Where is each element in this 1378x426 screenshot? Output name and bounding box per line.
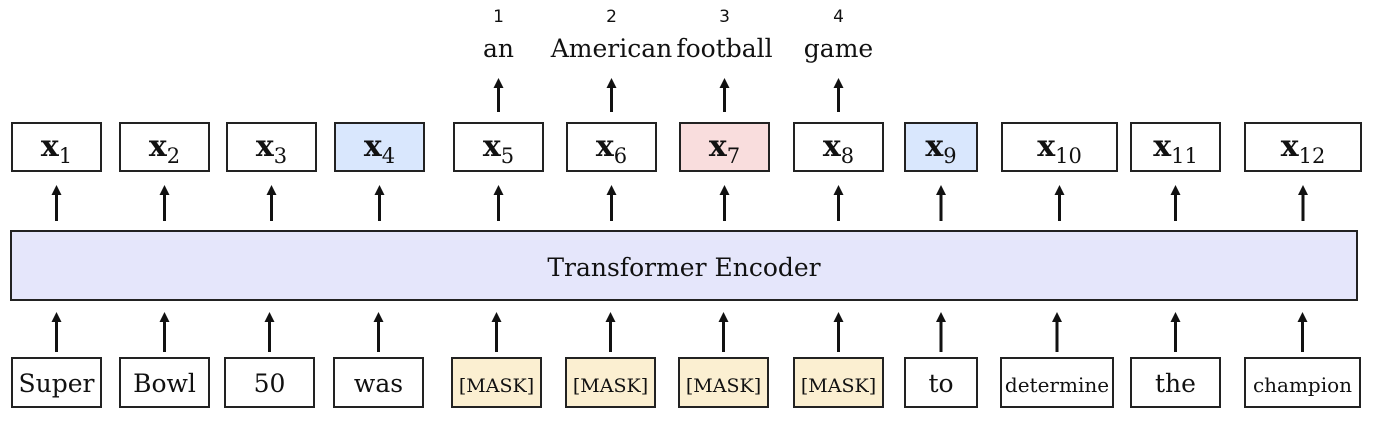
predicted-word: American xyxy=(550,34,673,63)
token-column: determine x10 xyxy=(1000,122,1118,408)
input-token-box xyxy=(1130,357,1221,408)
input-token-box xyxy=(119,357,210,408)
output-vector-label: x3 xyxy=(256,129,287,168)
input-token-label: was xyxy=(354,369,403,398)
mask-token-box xyxy=(678,357,769,408)
output-vector-box xyxy=(793,122,884,172)
token-column: [MASK] x5 an 1 xyxy=(451,7,544,408)
token-column: [MASK] x7 football 3 xyxy=(676,7,773,408)
output-vector-box xyxy=(566,122,657,172)
input-token-label: champion xyxy=(1253,373,1352,397)
predicted-word: football xyxy=(676,34,772,63)
output-vector-box xyxy=(11,122,102,172)
input-token-box xyxy=(333,357,424,408)
output-vector-box xyxy=(1001,122,1118,172)
span-position-index: 3 xyxy=(719,7,730,27)
mask-token-box xyxy=(565,357,656,408)
transformer-encoder-block xyxy=(10,230,1358,301)
input-token-box xyxy=(1000,357,1114,408)
output-vector-box xyxy=(904,122,978,172)
input-token-label: to xyxy=(928,369,953,398)
input-token-label: Bowl xyxy=(133,369,196,398)
output-vector-box xyxy=(679,122,770,172)
input-token-box xyxy=(904,357,978,408)
output-vector-label: x1 xyxy=(41,129,72,168)
input-token-label: Super xyxy=(19,369,95,398)
output-vector-label: x9 xyxy=(925,129,956,168)
mask-token-label: [MASK] xyxy=(801,375,876,397)
token-column: Bowl x2 xyxy=(119,122,210,408)
span-position-index: 2 xyxy=(606,7,617,27)
mask-token-label: [MASK] xyxy=(686,375,761,397)
input-token-box xyxy=(1244,357,1361,408)
output-vector-label: x8 xyxy=(823,129,854,168)
input-token-label: determine xyxy=(1005,373,1109,397)
output-vector-box xyxy=(1244,122,1362,172)
token-column: champion x12 xyxy=(1244,122,1362,408)
output-vector-label: x12 xyxy=(1281,129,1326,168)
token-column: [MASK] x6 American 2 xyxy=(550,7,673,408)
output-vector-box xyxy=(119,122,210,172)
output-vector-label: x4 xyxy=(364,129,395,168)
token-column: [MASK] x8 game 4 xyxy=(793,7,884,408)
output-vector-label: x5 xyxy=(483,129,514,168)
input-token-label: the xyxy=(1155,369,1196,398)
token-column: 50 x3 xyxy=(224,122,317,408)
transformer-encoder-label: Transformer Encoder xyxy=(547,253,820,282)
input-token-box xyxy=(224,357,315,408)
token-column: was x4 xyxy=(333,122,425,408)
output-vector-box xyxy=(453,122,544,172)
input-token-box xyxy=(11,357,102,408)
span-position-index: 4 xyxy=(833,7,844,27)
mask-token-label: [MASK] xyxy=(459,375,534,397)
mask-token-box xyxy=(793,357,884,408)
token-column: to x9 xyxy=(904,122,978,408)
mask-token-label: [MASK] xyxy=(573,375,648,397)
output-vector-box xyxy=(334,122,425,172)
output-vector-label: x11 xyxy=(1153,129,1198,168)
output-vector-box xyxy=(226,122,317,172)
input-token-label: 50 xyxy=(254,369,286,398)
output-vector-box xyxy=(1130,122,1221,172)
mask-token-box xyxy=(451,357,542,408)
predicted-word: game xyxy=(804,34,873,63)
span-position-index: 1 xyxy=(493,7,504,27)
output-vector-label: x2 xyxy=(149,129,180,168)
token-column: Super x1 xyxy=(11,122,102,408)
output-vector-label: x7 xyxy=(709,129,740,168)
predicted-word: an xyxy=(483,34,514,63)
token-column: the x11 xyxy=(1130,122,1221,408)
output-vector-label: x6 xyxy=(596,129,627,168)
output-vector-label: x10 xyxy=(1037,129,1082,168)
